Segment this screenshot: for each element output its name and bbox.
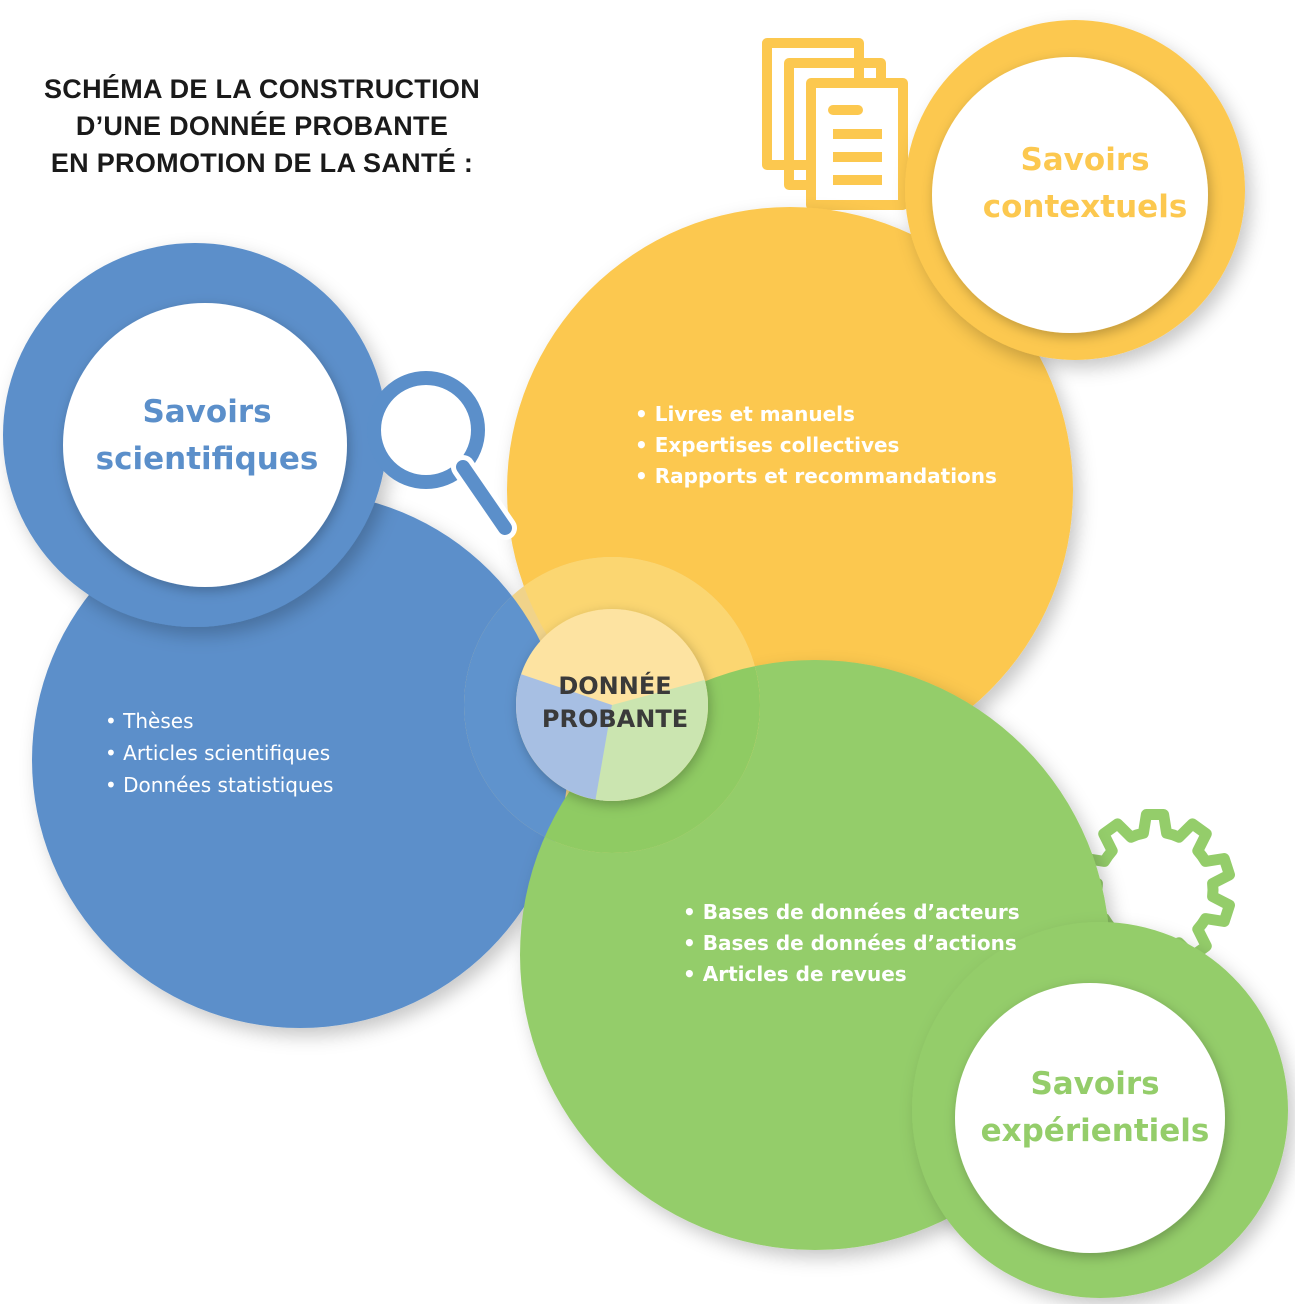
scientific-title-line-1: Savoirs [142,394,271,430]
contextual-title-line-1: Savoirs [1020,142,1149,178]
diagram-title: SCHÉMA DE LA CONSTRUCTION D’UNE DONNÉE P… [44,73,480,178]
center-label-line-1: DONNÉE [558,671,671,700]
magnifier-icon [367,371,517,540]
experiential-item-3: • Articles de revues [683,962,907,986]
scientific-item-1: • Thèses [105,709,194,733]
experiential-item-2: • Bases de données d’actions [683,931,1017,955]
experiential-item-1: • Bases de données d’acteurs [683,900,1020,924]
title-line-3: EN PROMOTION DE LA SANTÉ : [51,147,473,178]
contextual-title-line-2: contextuels [983,189,1188,225]
experiential-title-line-2: expérientiels [981,1113,1210,1149]
contextual-item-2: • Expertises collectives [635,433,899,457]
scientific-title-circle [63,303,347,587]
title-line-1: SCHÉMA DE LA CONSTRUCTION [44,73,480,104]
contextual-title-circle [932,57,1208,333]
scientific-item-2: • Articles scientifiques [105,741,330,765]
scientific-title-line-2: scientifiques [96,441,319,477]
scientific-item-3: • Données statistiques [105,773,333,797]
scientific-main-circle [32,492,568,1028]
central-overlap: DONNÉE PROBANTE [464,557,760,853]
center-label-line-2: PROBANTE [542,705,688,733]
contextual-item-1: • Livres et manuels [635,402,855,426]
contextual-item-3: • Rapports et recommandations [635,464,997,488]
documents-icon [762,38,908,210]
scientific-knowledge-group: Savoirs scientifiques • Thèses • Article… [3,243,568,1028]
title-line-2: D’UNE DONNÉE PROBANTE [76,110,448,141]
experiential-title-circle [955,983,1225,1253]
experiential-title-line-1: Savoirs [1030,1066,1159,1102]
